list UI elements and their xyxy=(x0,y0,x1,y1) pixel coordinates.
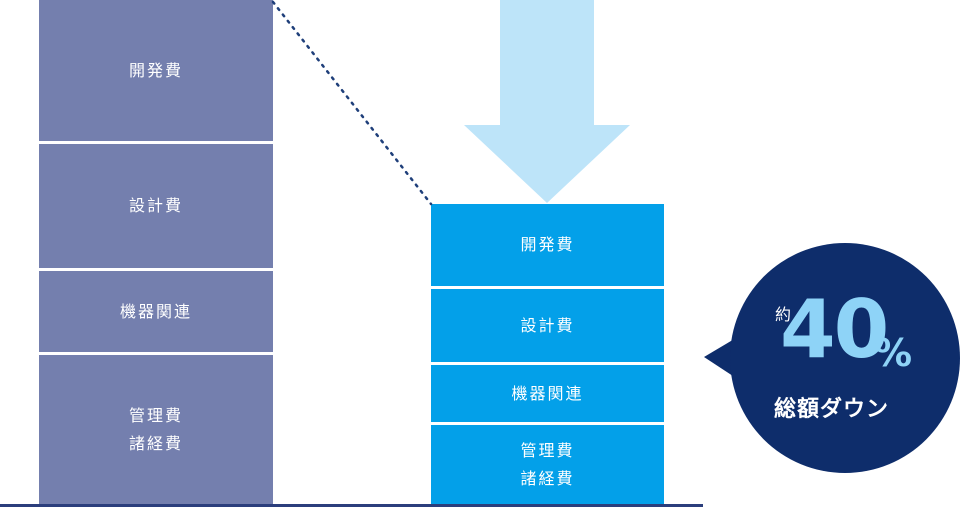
after-label-admin: 管理費 諸経費 xyxy=(520,440,575,488)
reduction-connector xyxy=(271,0,433,206)
after-segment-admin: 管理費 諸経費 xyxy=(431,425,664,504)
before-label-admin: 管理費 諸経費 xyxy=(128,405,183,453)
before-label-dev: 開発費 xyxy=(128,60,183,80)
after-label-equipment: 機器関連 xyxy=(511,383,584,403)
after-segment-dev: 開発費 xyxy=(431,204,664,286)
before-label-equipment: 機器関連 xyxy=(119,301,192,321)
baseline xyxy=(0,504,703,507)
badge-caption: 総額ダウン xyxy=(774,397,890,422)
badge-number: 40 xyxy=(780,283,889,376)
after-segment-equipment: 機器関連 xyxy=(431,365,664,422)
before-segment-admin: 管理費 諸経費 xyxy=(39,355,273,504)
before-segment-equipment: 機器関連 xyxy=(39,271,273,352)
before-segment-dev: 開発費 xyxy=(39,0,273,141)
badge-unit: % xyxy=(874,331,913,375)
reduction-badge: 約 40 % 総額ダウン xyxy=(730,243,960,473)
after-label-dev: 開発費 xyxy=(520,235,575,254)
down-arrow-icon xyxy=(464,0,630,203)
before-label-design: 設計費 xyxy=(128,196,183,215)
before-segment-design: 設計費 xyxy=(39,144,273,268)
badge-pointer xyxy=(704,338,736,378)
badge-prefix: 約 xyxy=(775,305,792,324)
after-segment-design: 設計費 xyxy=(431,289,664,362)
after-label-design: 設計費 xyxy=(520,315,575,335)
